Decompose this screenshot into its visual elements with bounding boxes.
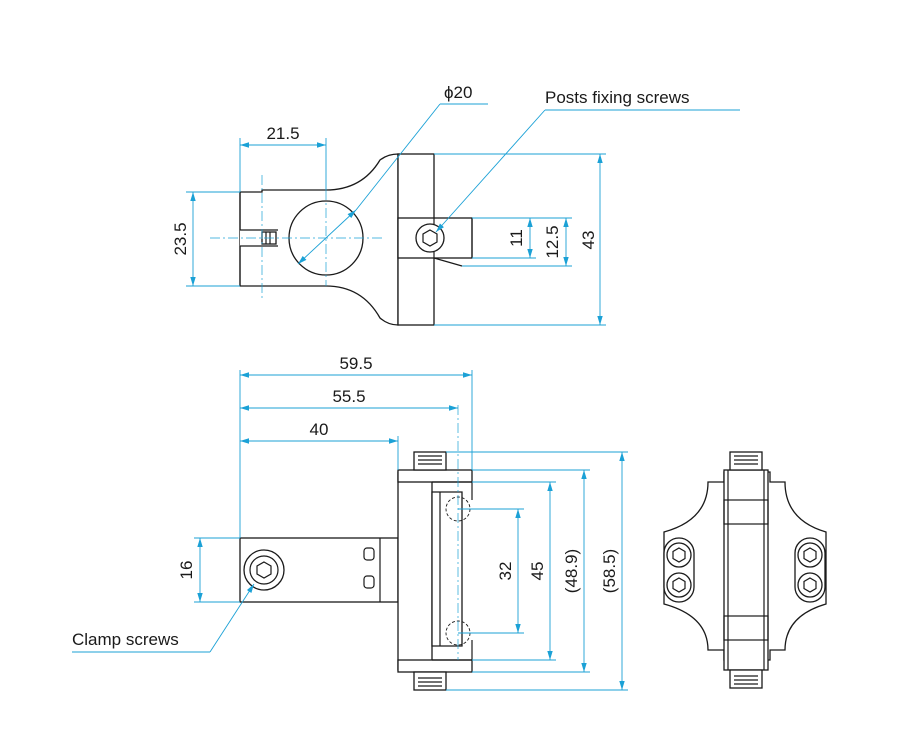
- side-collar-bottom: [723, 615, 769, 641]
- hex-socket-icon: [256, 561, 272, 579]
- label-posts-fixing-screws: Posts fixing screws: [545, 88, 690, 107]
- side-column: [723, 469, 769, 671]
- column-body: [397, 471, 433, 671]
- side-view: [663, 451, 827, 689]
- hex-socket-icon: [422, 229, 438, 247]
- dim-23-5: 23.5: [171, 222, 190, 255]
- top-view: 21.5 23.5 ϕ20 Posts fixing screws 11 12.…: [171, 83, 740, 326]
- hex-socket-icon: [803, 577, 817, 593]
- slot-mark: [363, 575, 375, 589]
- side-cap-bottom: [729, 669, 763, 689]
- dim-55-5: 55.5: [332, 387, 365, 406]
- inner-slide: [431, 491, 463, 647]
- dim-58-5: (58.5): [600, 549, 619, 593]
- dim-16: 16: [177, 561, 196, 580]
- dim-21-5: 21.5: [266, 124, 299, 143]
- column-cap-top: [413, 451, 447, 471]
- hex-socket-icon: [672, 547, 686, 563]
- dim-12-5: 12.5: [543, 225, 562, 258]
- dim-48-9: (48.9): [562, 549, 581, 593]
- column-cap-bottom: [413, 671, 447, 691]
- dim-phi20: ϕ20: [444, 83, 472, 102]
- dim-40: 40: [310, 420, 329, 439]
- label-clamp-screws: Clamp screws: [72, 630, 179, 649]
- dim-59-5: 59.5: [339, 354, 372, 373]
- side-collar-top: [723, 499, 769, 525]
- dim-32: 32: [496, 562, 515, 581]
- dim-43: 43: [579, 231, 598, 250]
- front-view: 59.5 55.5 40 16 32 45 (48.9) (58.5) Clam…: [72, 354, 628, 691]
- slot-mark: [363, 547, 375, 561]
- dim-11: 11: [507, 229, 526, 247]
- side-cap-top: [729, 451, 763, 471]
- hex-socket-icon: [672, 577, 686, 593]
- hex-socket-icon: [803, 547, 817, 563]
- dim-45: 45: [528, 562, 547, 581]
